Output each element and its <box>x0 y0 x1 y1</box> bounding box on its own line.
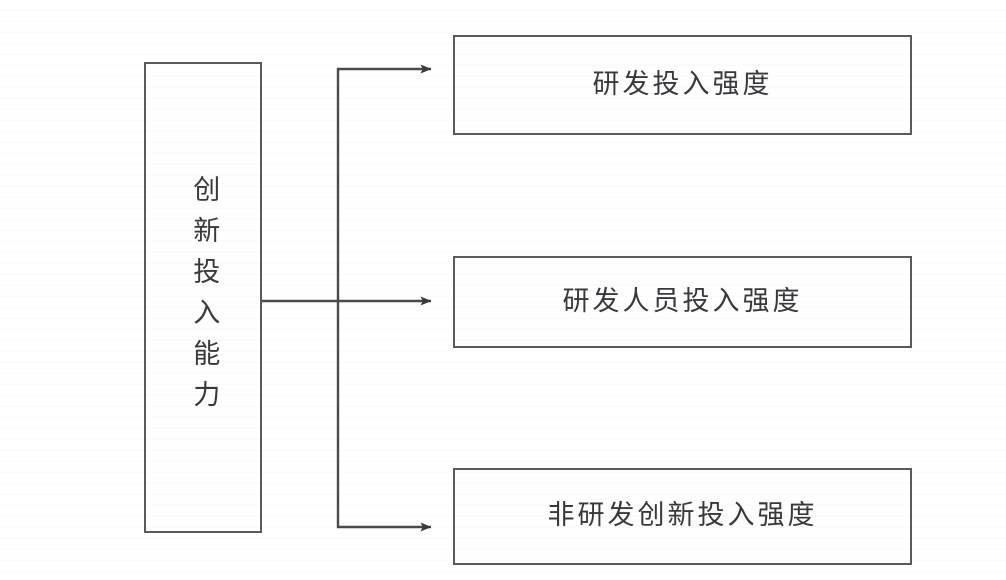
node-non-rd-innovation-input-intensity-label: 非研发创新投入强度 <box>547 500 818 532</box>
node-rd-personnel-input-intensity[interactable]: 研发人员投入强度 <box>453 256 912 348</box>
node-non-rd-innovation-input-intensity[interactable]: 非研发创新投入强度 <box>453 468 912 565</box>
node-rd-personnel-input-intensity-label: 研发人员投入强度 <box>562 285 803 317</box>
node-innovation-input-capability-label: 创新投入能力 <box>188 174 220 421</box>
node-rd-input-intensity-label: 研发投入强度 <box>592 68 773 100</box>
node-rd-input-intensity[interactable]: 研发投入强度 <box>453 35 912 135</box>
node-innovation-input-capability[interactable]: 创新投入能力 <box>144 62 262 533</box>
